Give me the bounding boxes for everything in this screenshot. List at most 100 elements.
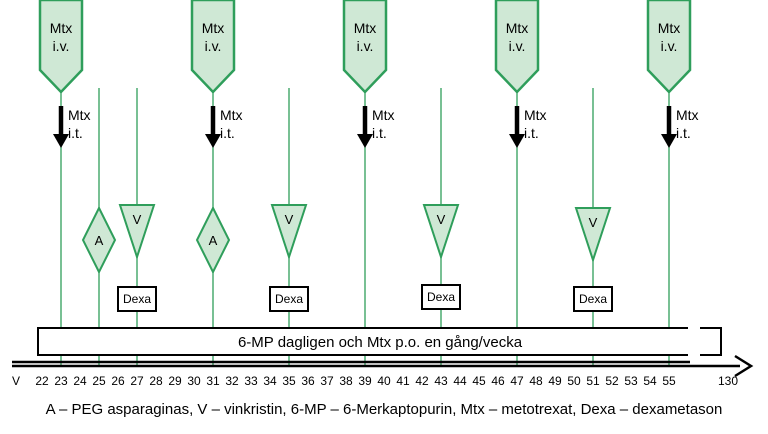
axis-tick-label: 24 [73,374,87,388]
axis-tick-label: 34 [263,374,277,388]
mtx-it-arrow-head [509,134,525,148]
mtx-it-label-line2: i.t. [68,125,83,141]
dexa-markers: Dexa Dexa Dexa Dexa [117,284,613,312]
dexa-label: Dexa [579,292,607,306]
mtx-iv-label-line2: i.v. [357,38,374,54]
mtx-it-label-line2: i.t. [676,125,691,141]
mtx-it-arrow-head [661,134,677,148]
mtx-iv-label-line1: Mtx [202,20,225,36]
axis-tick-label: 30 [187,374,201,388]
peg-marker: A [81,205,117,275]
vincristine-marker: V [574,207,612,264]
axis-tick-label: 54 [643,374,657,388]
vincristine-marker: V [270,204,308,261]
mtx-iv-shape [38,0,84,94]
mtx-iv-shape [646,0,692,94]
mtx-it-arrow-head [205,134,221,148]
vincristine-label: V [133,212,142,227]
axis-arrowhead [734,354,754,378]
vincristine-triangle [574,207,612,264]
axis-tick-label: 40 [377,374,391,388]
mtx-iv-label-line1: Mtx [50,20,73,36]
peg-label: A [209,233,218,248]
axis-tick-label: 26 [111,374,125,388]
vincristine-marker: V [422,204,460,261]
axis-tick-label: 47 [510,374,524,388]
mtx-iv-shape [190,0,236,94]
mtx-it-label-line2: i.t. [372,125,387,141]
mtx-it-marker: Mtx i.t. [661,106,699,148]
axis-tick-label: 49 [548,374,562,388]
axis-tick-label: 23 [54,374,68,388]
mtx-iv-label-line2: i.v. [205,38,222,54]
axis-tick-label: 28 [149,374,163,388]
axis-tick-label: 32 [225,374,239,388]
mtx-it-label-line1: Mtx [676,107,699,123]
axis-tick-label: 51 [586,374,600,388]
dexa-label: Dexa [275,292,303,306]
mtx-it-label-line1: Mtx [372,107,395,123]
axis-tick-label: 38 [339,374,353,388]
mtx-it-label-line2: i.t. [524,125,539,141]
mtx-it-marker: Mtx i.t. [357,106,395,148]
mtx-iv-label-line1: Mtx [354,20,377,36]
axis-tick-label: 48 [529,374,543,388]
dexa-box [573,286,613,312]
peg-diamond [81,205,117,275]
peg-diamond [195,205,231,275]
axis-tick-label: 25 [92,374,106,388]
six-mp-bar-label: 6-MP dagligen och Mtx p.o. en gång/vecka [238,334,523,351]
axis-tick-label: 53 [624,374,638,388]
axis-start-label: V [12,374,20,388]
axis-tick-label: 41 [396,374,410,388]
vincristine-marker: V [118,204,156,261]
axis-tick-label: 52 [605,374,619,388]
vincristine-triangle [270,204,308,261]
peg-label: A [95,233,104,248]
vincristine-triangle [118,204,156,261]
axis-tick-label: 42 [415,374,429,388]
axis-tick-label: 46 [491,374,505,388]
axis-tick-label: 35 [282,374,296,388]
axis-tick-label: 39 [358,374,372,388]
dexa-box [117,286,157,312]
axis-tick-label: 27 [130,374,144,388]
mtx-iv-shape [342,0,388,94]
vincristine-triangle [422,204,460,261]
dexa-marker: Dexa [269,286,309,312]
dexa-marker: Dexa [117,286,157,312]
axis-tick-label: 44 [453,374,467,388]
mtx-iv-marker: Mtx i.v. [190,0,236,94]
axis-tick-label: 31 [206,374,220,388]
vincristine-label: V [589,215,598,230]
mtx-it-arrow-head [53,134,69,148]
mtx-iv-label-line1: Mtx [658,20,681,36]
dexa-box [421,284,461,310]
six-mp-bar: 6-MP dagligen och Mtx p.o. en gång/vecka [37,327,722,356]
dexa-label: Dexa [123,292,151,306]
dexa-marker: Dexa [421,284,461,310]
axis-tick-label: 50 [567,374,581,388]
dexa-box [269,286,309,312]
dexa-marker: Dexa [573,286,613,312]
axis-tick-label: 29 [168,374,182,388]
vincristine-label: V [437,212,446,227]
axis-tick-label: 55 [662,374,676,388]
mtx-it-label-line1: Mtx [524,107,547,123]
mtx-iv-shape [494,0,540,94]
mtx-iv-marker: Mtx i.v. [342,0,388,94]
axis-tick-label: 37 [320,374,334,388]
axis-tick-label: 43 [434,374,448,388]
axis-tick-label: 45 [472,374,486,388]
mtx-it-marker: Mtx i.t. [509,106,547,148]
